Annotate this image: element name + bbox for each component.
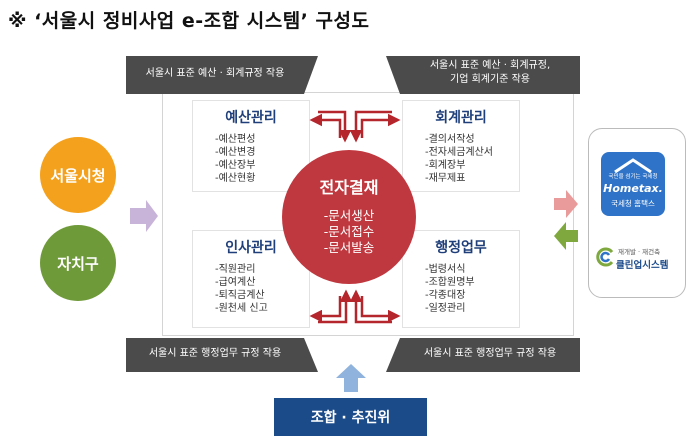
- arrow-bottom-up: [336, 364, 366, 392]
- cleanup-top-text: 재개발 · 재건축: [618, 248, 661, 256]
- module-hr-title: 인사관리: [225, 240, 277, 256]
- list-item: -예산장부: [215, 160, 256, 171]
- arrow-to-accounting: [360, 113, 401, 138]
- district-circle: 자치구: [40, 225, 116, 301]
- list-item: -재무제표: [425, 173, 466, 184]
- banner-bottom-left: 서울시 표준 행정업무 규정 작용: [126, 338, 318, 372]
- arrow-to-budget: [309, 113, 342, 138]
- list-item: -문서발송: [323, 240, 375, 255]
- seoul-label: 서울시청: [50, 166, 106, 185]
- cleanup-swirl-icon: [596, 247, 614, 267]
- list-item: -각종대장: [425, 290, 466, 301]
- center-circle: 전자결재 -문서생산 -문서접수 -문서발송: [282, 150, 416, 284]
- list-item: -예산변경: [215, 147, 256, 158]
- module-budget-title: 예산관리: [225, 110, 277, 126]
- list-item: -조합원명부: [425, 277, 475, 288]
- module-accounting: 회계관리 -결의서작성 -전자세금계산서 -회계장부 -재무제표: [402, 100, 520, 192]
- center-title: 전자결재: [319, 178, 379, 197]
- list-item: -전자세금계산서: [425, 147, 494, 158]
- arrow-right-out: [554, 190, 578, 218]
- arrow-right-in: [554, 222, 578, 250]
- arrow-to-hr: [309, 296, 342, 323]
- union-committee-box: 조합 · 추진위: [274, 398, 427, 436]
- arrow-to-admin: [360, 296, 401, 323]
- banner-top-left-text: 서울시 표준 예산 · 회계규정 작용: [145, 68, 285, 79]
- arrow-left-in: [130, 200, 158, 232]
- banner-top-left: 서울시 표준 예산 · 회계규정 작용: [126, 56, 318, 94]
- house-roof-icon: [614, 158, 652, 174]
- seoul-circle: 서울시청: [40, 137, 116, 213]
- banner-top-right: 서울시 표준 예산 · 회계규정, 기업 회계기준 작용: [386, 56, 580, 94]
- list-item: -문서접수: [323, 224, 375, 239]
- list-item: -법령서식: [425, 264, 466, 275]
- cleanup-label: 클린업시스템: [616, 260, 669, 271]
- banner-bottom-right-text: 서울시 표준 행정업무 규정 작용: [423, 348, 557, 359]
- module-accounting-title: 회계관리: [435, 110, 487, 126]
- list-item: -직원관리: [215, 264, 256, 275]
- hometax-tagline: 국민을 섬기는 국세청: [608, 174, 658, 180]
- page-title: ※ ‘서울시 정비사업 e-조합 시스템’ 구성도: [8, 10, 370, 32]
- hometax-logo: 국민을 섬기는 국세청 Hometax. 국세청 홈택스: [601, 152, 665, 216]
- union-committee-label: 조합 · 추진위: [310, 410, 391, 426]
- arrow-from-budget: [318, 110, 352, 143]
- list-item: -회계장부: [425, 160, 466, 171]
- cleanup-logo: 재개발 · 재건축 클린업시스템: [590, 238, 686, 278]
- list-item: -일정관리: [425, 303, 466, 314]
- banner-top-right-line1: 서울시 표준 예산 · 회계규정,: [429, 60, 551, 71]
- list-item: -문서생산: [323, 208, 375, 223]
- banner-bottom-right: 서울시 표준 행정업무 규정 작용: [386, 338, 580, 372]
- banner-bottom-left-text: 서울시 표준 행정업무 규정 작용: [148, 348, 282, 359]
- list-item: -결의서작성: [425, 134, 475, 145]
- hometax-logo-text: Hometax.: [603, 182, 663, 195]
- list-item: -예산현황: [215, 173, 256, 184]
- arrow-from-hr: [318, 289, 353, 324]
- arrow-from-accounting: [349, 110, 392, 143]
- banner-top-right-line2: 기업 회계기준 작용: [450, 74, 530, 85]
- district-label: 자치구: [57, 254, 99, 273]
- list-item: -원천세 신고: [215, 303, 268, 314]
- hometax-label: 국세청 홈택스: [611, 199, 655, 208]
- module-admin: 행정업무 -법령서식 -조합원명부 -각종대장 -일정관리: [402, 230, 520, 328]
- list-item: -급여계산: [215, 277, 256, 288]
- arrow-from-admin: [349, 289, 392, 324]
- module-admin-title: 행정업무: [435, 240, 487, 256]
- external-systems: [588, 128, 686, 298]
- list-item: -예산편성: [215, 134, 256, 145]
- module-budget: 예산관리 -예산편성 -예산변경 -예산장부 -예산현황: [192, 100, 310, 192]
- list-item: -퇴직금계산: [215, 290, 265, 301]
